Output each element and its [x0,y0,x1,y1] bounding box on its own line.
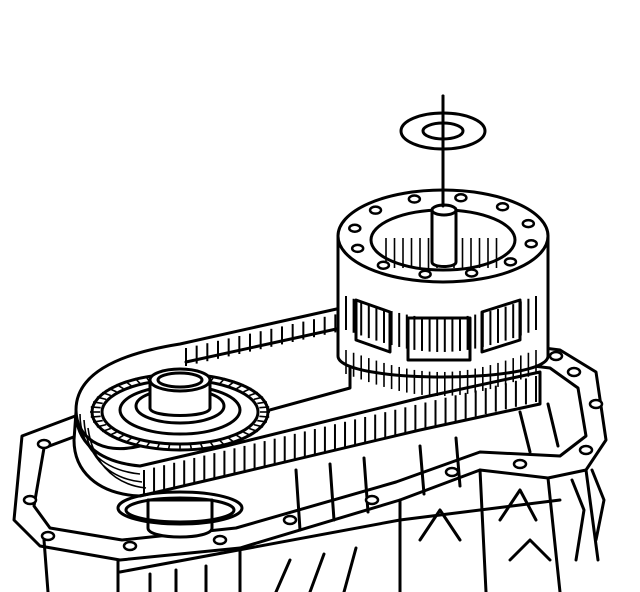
bolt-hole [368,205,383,215]
sprocket-tooth [155,443,161,450]
sprocket-tooth [144,442,151,449]
bolt-hole [495,202,510,212]
bolt-hole [407,194,422,204]
bolt-hole [454,193,468,203]
bolt-hole [350,243,365,254]
sprocket-tooth [249,391,259,397]
sprocket-tooth [92,419,103,423]
sprocket-tooth [115,383,124,390]
sprocket-tooth [209,442,216,449]
bolt-hole [418,269,432,279]
ring-bolt-holes [348,193,538,279]
sprocket-tooth [236,383,245,390]
sprocket-tooth [243,387,252,393]
sprocket-tooth [253,423,264,428]
sprocket-tooth [236,434,245,441]
sprocket-tooth [90,406,101,409]
bolt-hole [503,257,518,267]
driven-sprocket-teeth [90,373,270,451]
chain-links-bottom [143,376,537,496]
thrust-washer [399,94,487,151]
sprocket-tooth [96,396,107,401]
bolt-hole [521,218,536,229]
sprocket-tooth [249,427,259,433]
sprocket-tooth [96,423,107,428]
sprocket-tooth [108,431,117,437]
sprocket-tooth [253,396,264,401]
sprocket-tooth [259,415,270,418]
drive-sprocket [336,188,550,396]
sprocket-tooth [259,406,270,409]
flange-bolt-holes [22,350,604,552]
bolt-hole [524,238,538,249]
sprocket-tooth [167,444,171,451]
driven-sprocket [90,367,270,539]
sprocket-tooth [219,377,226,384]
sprocket-tooth [134,440,141,447]
sprocket-tooth [219,440,226,447]
sprocket-tooth [134,377,141,384]
sprocket-tooth [90,415,101,418]
bolt-hole [464,268,479,278]
sprocket-tooth [199,443,205,450]
sprocket-tooth [257,419,268,423]
sprocket-tooth [101,427,111,433]
sprocket-tooth [124,380,132,387]
sprocket-tooth [115,434,124,441]
sprocket-tooth [124,437,132,444]
sprocket-tooth [228,437,236,444]
sprocket-tooth [243,431,252,437]
sprocket-tooth [101,391,111,397]
bolt-hole [348,223,362,234]
sprocket-tooth [228,380,236,387]
sprocket-tooth [257,401,268,405]
sprocket-tooth [108,387,117,393]
sprocket-tooth [189,444,193,451]
sprocket-tooth [92,401,103,405]
bolt-hole [376,260,391,270]
